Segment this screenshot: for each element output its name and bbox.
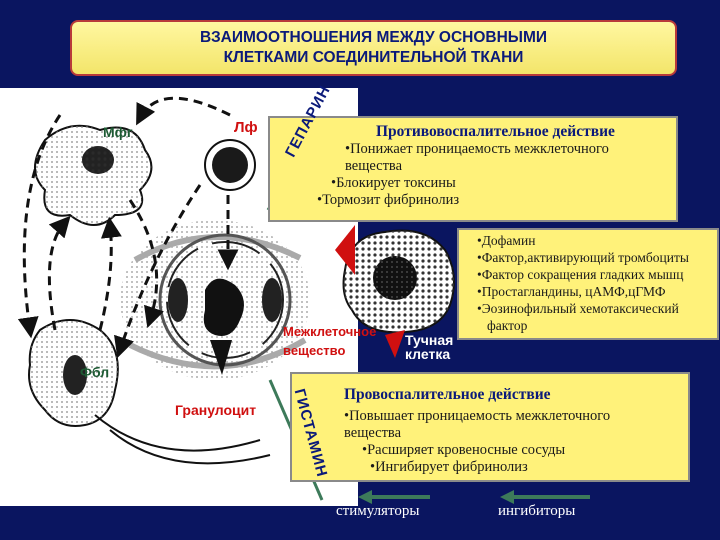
heparin-item-3: •Блокирует токсины xyxy=(331,175,456,191)
legend-arrows xyxy=(358,490,590,504)
label-intercellular-2: вещество xyxy=(283,343,346,358)
lymphocyte-cell xyxy=(204,139,256,191)
title-line-2: КЛЕТКАМИ СОЕДИНИТЕЛЬНОЙ ТКАНИ xyxy=(223,49,524,66)
mediator-item-4: •Простагландины, цАМФ,цГМФ xyxy=(477,284,666,299)
mediator-item-5: •Эозинофильный хемотаксический xyxy=(477,301,679,316)
heparin-heading: Противовоспалительное действие xyxy=(376,123,615,140)
heparin-item-2: вещества xyxy=(345,158,403,174)
label-fibroblast: Фбл xyxy=(80,364,110,380)
macrophage-cell xyxy=(34,124,153,226)
granulocyte-cell xyxy=(158,233,292,375)
mediator-item-1: •Дофамин xyxy=(477,233,536,248)
legend-inhibitors: ингибиторы xyxy=(498,503,576,519)
label-macrophage: Мфг xyxy=(103,124,133,140)
histamine-item-1: •Повышает проницаемость межклеточного xyxy=(344,408,611,424)
histamine-item-2: вещества xyxy=(344,425,402,441)
label-mast-cell-1: Тучная xyxy=(405,332,454,348)
label-intercellular-1: Межклеточное xyxy=(283,324,377,339)
mediator-item-2: •Фактор,активирующий тромбоциты xyxy=(477,250,689,265)
label-granulocyte: Гранулоцит xyxy=(175,402,257,418)
mediator-item-3: •Фактор сокращения гладких мышц xyxy=(477,267,684,282)
histamine-item-4: •Ингибирует фибринолиз xyxy=(370,459,528,475)
arrow-mast-to-histamine xyxy=(385,330,405,358)
mediator-item-6: фактор xyxy=(487,318,528,333)
heparin-item-4: •Тормозит фибринолиз xyxy=(317,192,460,208)
heparin-box: Противовоспалительное действие •Понижает… xyxy=(268,116,678,222)
title-line-1: ВЗАИМООТНОШЕНИЯ МЕЖДУ ОСНОВНЫМИ xyxy=(199,29,548,46)
mast-cell xyxy=(342,229,455,334)
fibroblast-cell xyxy=(28,319,271,465)
legend-stimulators: стимуляторы xyxy=(336,503,420,519)
histamine-box: Провоспалительное действие •Повышает про… xyxy=(290,372,690,482)
mediators-box: •Дофамин •Фактор,активирующий тромбоциты… xyxy=(457,228,719,340)
title-banner: ВЗАИМООТНОШЕНИЯ МЕЖДУ ОСНОВНЫМИ КЛЕТКАМИ… xyxy=(70,20,677,76)
heparin-item-1: •Понижает проницаемость межклеточного xyxy=(345,141,609,157)
cell-interaction-arrows xyxy=(17,96,239,358)
histamine-heading: Провоспалительное действие xyxy=(344,386,551,403)
label-lymphocyte: Лф xyxy=(234,119,258,136)
arrow-mast-to-heparin xyxy=(335,225,355,275)
label-mast-cell-2: клетка xyxy=(405,346,451,362)
histamine-item-3: •Расширяет кровеносные сосуды xyxy=(362,442,566,458)
